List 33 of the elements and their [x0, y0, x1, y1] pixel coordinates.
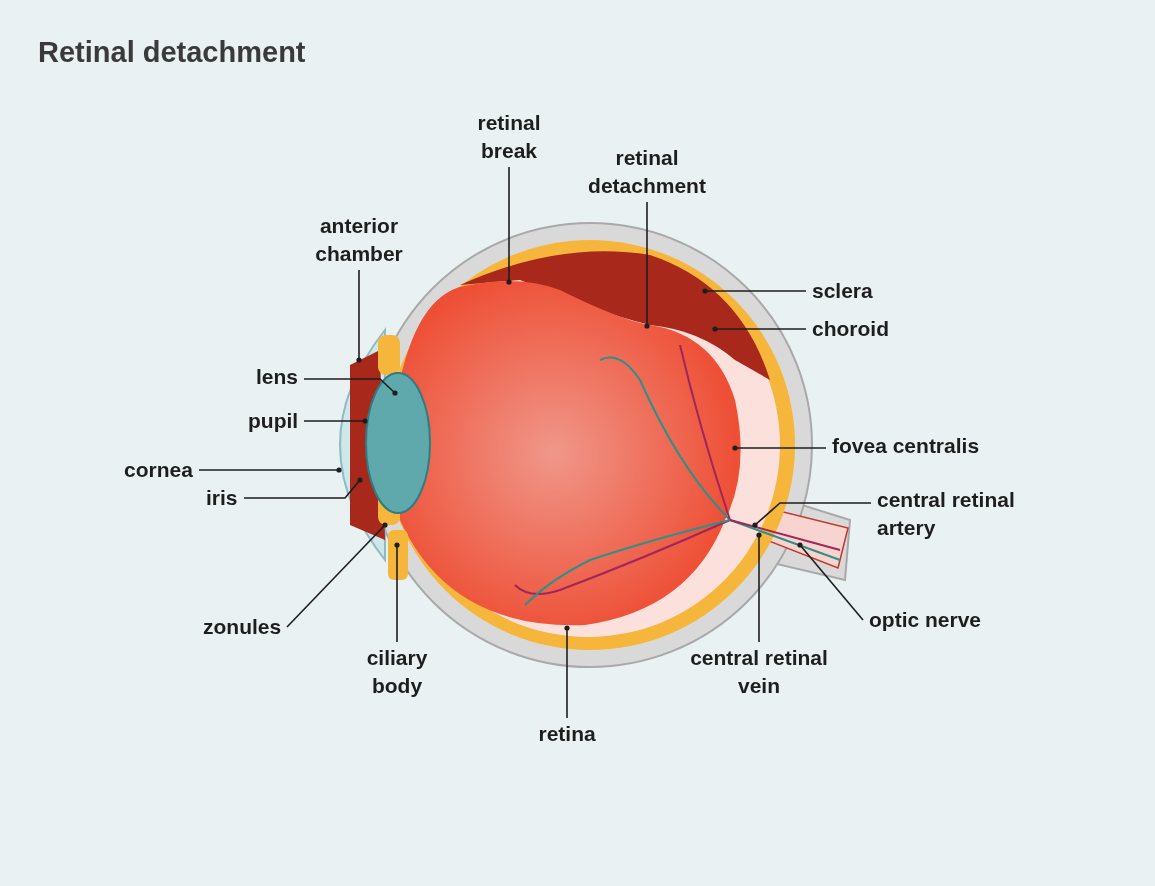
leader-line	[394, 542, 400, 643]
leader-line	[506, 166, 512, 285]
leader-line	[732, 445, 827, 451]
part-label: iris	[206, 484, 238, 512]
leader-line	[644, 201, 650, 329]
leader-line	[712, 326, 807, 332]
part-label: sclera	[812, 277, 873, 305]
part-label: retina	[538, 720, 596, 748]
leader-line	[303, 378, 398, 396]
part-label: optic nerve	[869, 606, 982, 634]
leader-line	[797, 542, 864, 621]
part-label: lens	[256, 363, 299, 391]
leader-line	[756, 532, 762, 643]
leader-line	[564, 625, 570, 719]
part-label: retinal break	[459, 109, 559, 165]
leader-line	[243, 477, 363, 499]
part-label: central retinal artery	[877, 486, 1057, 542]
part-label: ciliary body	[352, 644, 442, 700]
part-label: choroid	[812, 315, 889, 343]
part-label: anterior chamber	[299, 212, 419, 268]
leader-line	[356, 269, 362, 363]
part-label: cornea	[124, 456, 193, 484]
leader-line	[702, 288, 807, 294]
title: Retinal detachment	[38, 36, 306, 69]
leader-line	[286, 522, 388, 628]
leader-line	[303, 418, 368, 424]
part-label: zonules	[203, 613, 282, 641]
part-label: pupil	[248, 407, 299, 435]
leader-line	[752, 502, 872, 528]
part-label: central retinal vein	[684, 644, 834, 700]
leader-line	[198, 467, 342, 473]
part-label: fovea centralis	[832, 432, 980, 460]
part-label: retinal detachment	[567, 144, 727, 200]
